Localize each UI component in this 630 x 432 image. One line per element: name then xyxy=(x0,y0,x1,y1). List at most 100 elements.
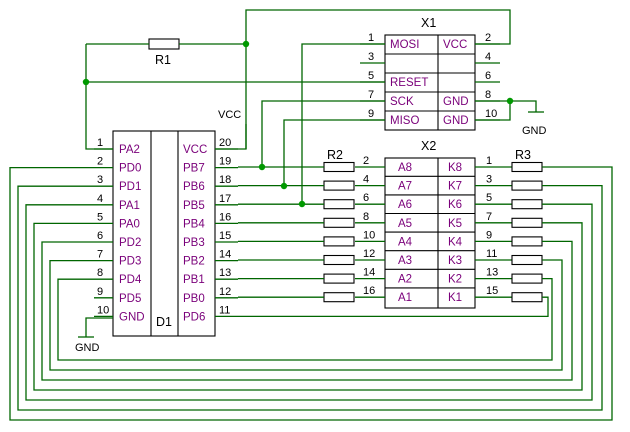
wire-k-return xyxy=(17,184,603,411)
x2-pin-name: A2 xyxy=(398,274,412,286)
r1-resistor: R1 xyxy=(148,38,180,67)
junction-dot xyxy=(280,182,288,190)
x2-pin-name: A1 xyxy=(398,292,412,304)
x1-connector: X1 xyxy=(384,16,476,131)
d1-pin-name: PB0 xyxy=(183,293,205,305)
d1-pin-name: PB2 xyxy=(183,256,205,268)
x1-pin-name: VCC xyxy=(443,39,467,51)
d1-pin-number: 1 xyxy=(97,137,103,149)
x2-pin-name: K7 xyxy=(448,181,462,193)
d1-pin-name: PD5 xyxy=(119,293,141,305)
d1-pin-number: 13 xyxy=(219,267,231,279)
r2-resistor xyxy=(323,161,355,173)
x1-pin-name: GND xyxy=(443,96,469,108)
d1-pin-name: PB6 xyxy=(183,181,205,193)
x2-pin-number: 9 xyxy=(486,229,492,241)
d1-pin-number: 9 xyxy=(97,286,103,298)
d1-chip: D1 xyxy=(112,130,216,337)
d1-pin-name: PB1 xyxy=(183,274,205,286)
x1-pin-number: 7 xyxy=(368,89,374,101)
r3-resistor xyxy=(511,292,543,303)
junction-dot xyxy=(242,40,250,48)
d1-pin-number: 4 xyxy=(97,193,103,205)
d1-pin-name: PD4 xyxy=(119,274,142,286)
x2-pin-number: 1 xyxy=(486,155,492,167)
r1-body xyxy=(148,38,180,50)
d1-pin-name: PD0 xyxy=(119,163,141,175)
r2-label: R2 xyxy=(327,148,343,162)
x1-pin-number: 6 xyxy=(485,70,491,82)
x2-pin-number: 2 xyxy=(363,155,369,167)
x1-pin-number: 5 xyxy=(368,70,374,82)
x1-pin-number: 8 xyxy=(485,89,491,101)
r2-resistor xyxy=(323,254,355,266)
x1-pin-number: 10 xyxy=(485,108,497,120)
d1-pin-name: PA1 xyxy=(119,200,140,212)
x2-pin-name: K6 xyxy=(448,199,462,211)
d1-pin-name: PA0 xyxy=(119,218,140,230)
r3-label: R3 xyxy=(515,148,531,162)
r3-resistor xyxy=(511,236,543,247)
r3-resistor-bank: R3 xyxy=(511,148,543,303)
x2-body xyxy=(384,157,476,309)
x2-pin-name: A7 xyxy=(398,181,412,193)
d1-pin-number: 2 xyxy=(97,156,103,168)
junctions xyxy=(82,40,514,208)
x2-pin-number: 3 xyxy=(486,174,492,186)
d1-pin-name: PB3 xyxy=(183,237,205,249)
gnd-label-x1: GND xyxy=(522,125,547,137)
d1-pin-name: PD6 xyxy=(183,311,205,323)
r3-resistor xyxy=(511,199,543,210)
junction-dot xyxy=(298,200,306,208)
wire-k-return xyxy=(25,203,593,401)
d1-pin-number: 16 xyxy=(219,211,231,223)
x2-pin-number: 7 xyxy=(486,211,492,223)
d1-pin-name: PD3 xyxy=(119,256,141,268)
x2-pin-name: K5 xyxy=(448,218,462,230)
r2-resistor xyxy=(323,292,355,303)
r2-resistor xyxy=(323,273,355,284)
x2-pin-number: 16 xyxy=(363,285,375,297)
wire-k-return xyxy=(49,259,563,371)
wire-pd6-k1 xyxy=(238,296,549,318)
junction-dot xyxy=(506,97,514,105)
d1-pin-name: PB5 xyxy=(183,200,205,212)
r3-resistor xyxy=(511,161,543,173)
d1-pin-name: GND xyxy=(119,311,145,323)
x1-pin-number: 4 xyxy=(485,51,491,63)
x1-pin-number: 1 xyxy=(368,32,374,44)
wire-mosi xyxy=(301,43,385,204)
x2-pin-name: K1 xyxy=(448,292,462,304)
x1-ref: X1 xyxy=(421,16,436,30)
wire-pa2-reset xyxy=(85,44,113,150)
wire-x1-gnd-out xyxy=(510,100,537,112)
x2-pin-number: 12 xyxy=(363,248,375,260)
d1-pin-name: PD1 xyxy=(119,181,141,193)
d1-pin-name: VCC xyxy=(183,144,207,156)
x1-pin-name: GND xyxy=(443,115,469,127)
x2-pin-number: 5 xyxy=(486,192,492,204)
d1-left-pins: 1PA22PD03PD14PA15PA06PD27PD38PD49PD510GN… xyxy=(94,137,145,323)
wire-miso xyxy=(283,119,385,186)
x2-pin-name: K3 xyxy=(448,255,462,267)
r3-resistor xyxy=(511,217,543,228)
d1-pin-number: 12 xyxy=(219,286,231,298)
r3-resistor xyxy=(511,180,543,191)
x2-pin-number: 13 xyxy=(486,267,498,279)
x1-pin-name: SCK xyxy=(390,96,414,108)
junction-dot xyxy=(82,78,90,86)
x1-pin-name: MOSI xyxy=(390,39,419,51)
r2-resistor xyxy=(323,180,355,191)
x2-ref: X2 xyxy=(421,139,436,153)
x2-pin-name: A8 xyxy=(398,162,412,174)
d1-right-pins: 20VCC19PB718PB617PB516PB415PB314PB213PB1… xyxy=(183,137,238,323)
r2-resistor xyxy=(323,236,355,247)
vcc-label: VCC xyxy=(218,109,241,121)
d1-pin-number: 5 xyxy=(97,211,103,223)
d1-pin-number: 10 xyxy=(97,304,109,316)
x2-pin-name: A4 xyxy=(398,236,413,248)
x2-pin-name: K8 xyxy=(448,162,462,174)
r2-resistor xyxy=(323,199,355,210)
